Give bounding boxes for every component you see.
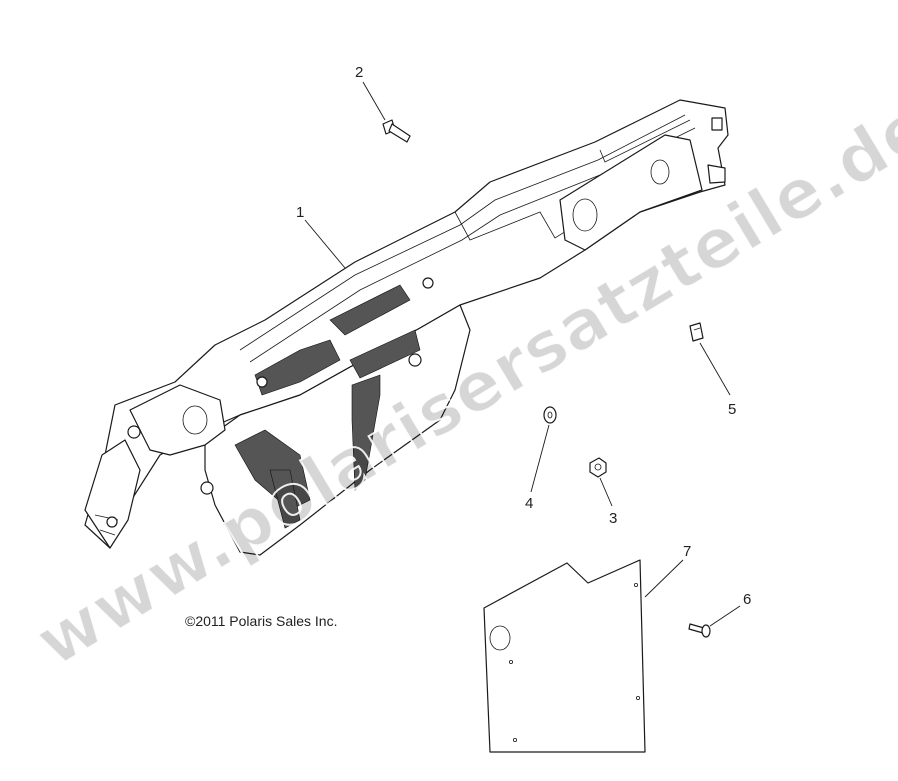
clip-part-5 (689, 322, 704, 342)
callout-7: 7 (683, 543, 691, 560)
screw-part-6 (688, 623, 711, 638)
nut-part-3 (589, 457, 607, 478)
watermark-text: www.polarisersatzteile.de (23, 86, 898, 683)
callout-6: 6 (743, 591, 751, 608)
callout-3: 3 (609, 510, 617, 527)
callout-5: 5 (728, 401, 736, 418)
dash-panel-part (84, 99, 729, 556)
callout-1: 1 (296, 204, 304, 221)
leader-lines (304, 81, 741, 627)
panel-plate-part-7 (483, 559, 646, 753)
bolt-part-2 (382, 119, 411, 143)
washer-part-4 (543, 406, 557, 424)
callout-labels: 1 2 3 4 5 6 7 (296, 64, 751, 608)
copyright-notice: ©2011 Polaris Sales Inc. (185, 613, 337, 629)
callout-4: 4 (525, 495, 533, 512)
callout-2: 2 (355, 64, 363, 81)
